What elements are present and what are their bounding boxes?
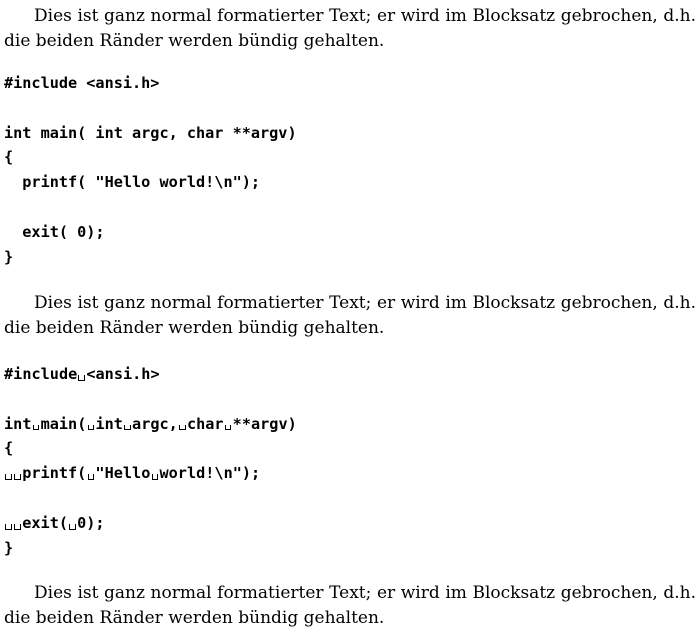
paragraph-2: Dies ist ganz normal formatierter Text; … <box>4 293 696 338</box>
code-line-visible-space <box>4 486 297 511</box>
visible-space-icon <box>224 415 233 431</box>
visible-space-icon <box>86 465 95 480</box>
visible-space-icon <box>31 415 40 431</box>
paragraph-3: Dies ist ganz normal formatierter Text; … <box>4 583 696 628</box>
code-line <box>4 195 297 220</box>
visible-space-icon <box>4 465 13 480</box>
visible-space-icon <box>86 415 95 431</box>
code-line-visible-space: #include<ansi.h> <box>4 365 160 383</box>
visible-space-icon <box>178 415 187 431</box>
code-line-visible-space: } <box>4 538 14 557</box>
visible-space-icon <box>150 465 159 480</box>
code-line: printf( "Hello world!\n"); <box>4 173 261 192</box>
code-block-plain: #include <ansi.h> int main( int argc, cha… <box>4 71 297 269</box>
code-line: int main( int argc, char **argv) <box>4 123 297 142</box>
code-line: { <box>4 148 14 167</box>
code-line <box>4 96 297 121</box>
code-line-visible-space <box>4 387 297 412</box>
code-line: exit( 0); <box>4 222 105 241</box>
visible-space-icon <box>13 514 22 530</box>
code-line-visible-space: exit(0); <box>4 511 297 536</box>
visible-space-icon <box>4 514 13 530</box>
visible-space-icon <box>77 365 86 381</box>
visible-space-icon <box>13 465 22 480</box>
code-line: #include <ansi.h> <box>4 74 160 92</box>
code-line: } <box>4 247 14 266</box>
visible-space-icon <box>123 415 132 431</box>
visible-space-icon <box>68 514 77 530</box>
paragraph-1: Dies ist ganz normal formatierter Text; … <box>4 6 696 51</box>
code-line-visible-space: { <box>4 439 14 458</box>
